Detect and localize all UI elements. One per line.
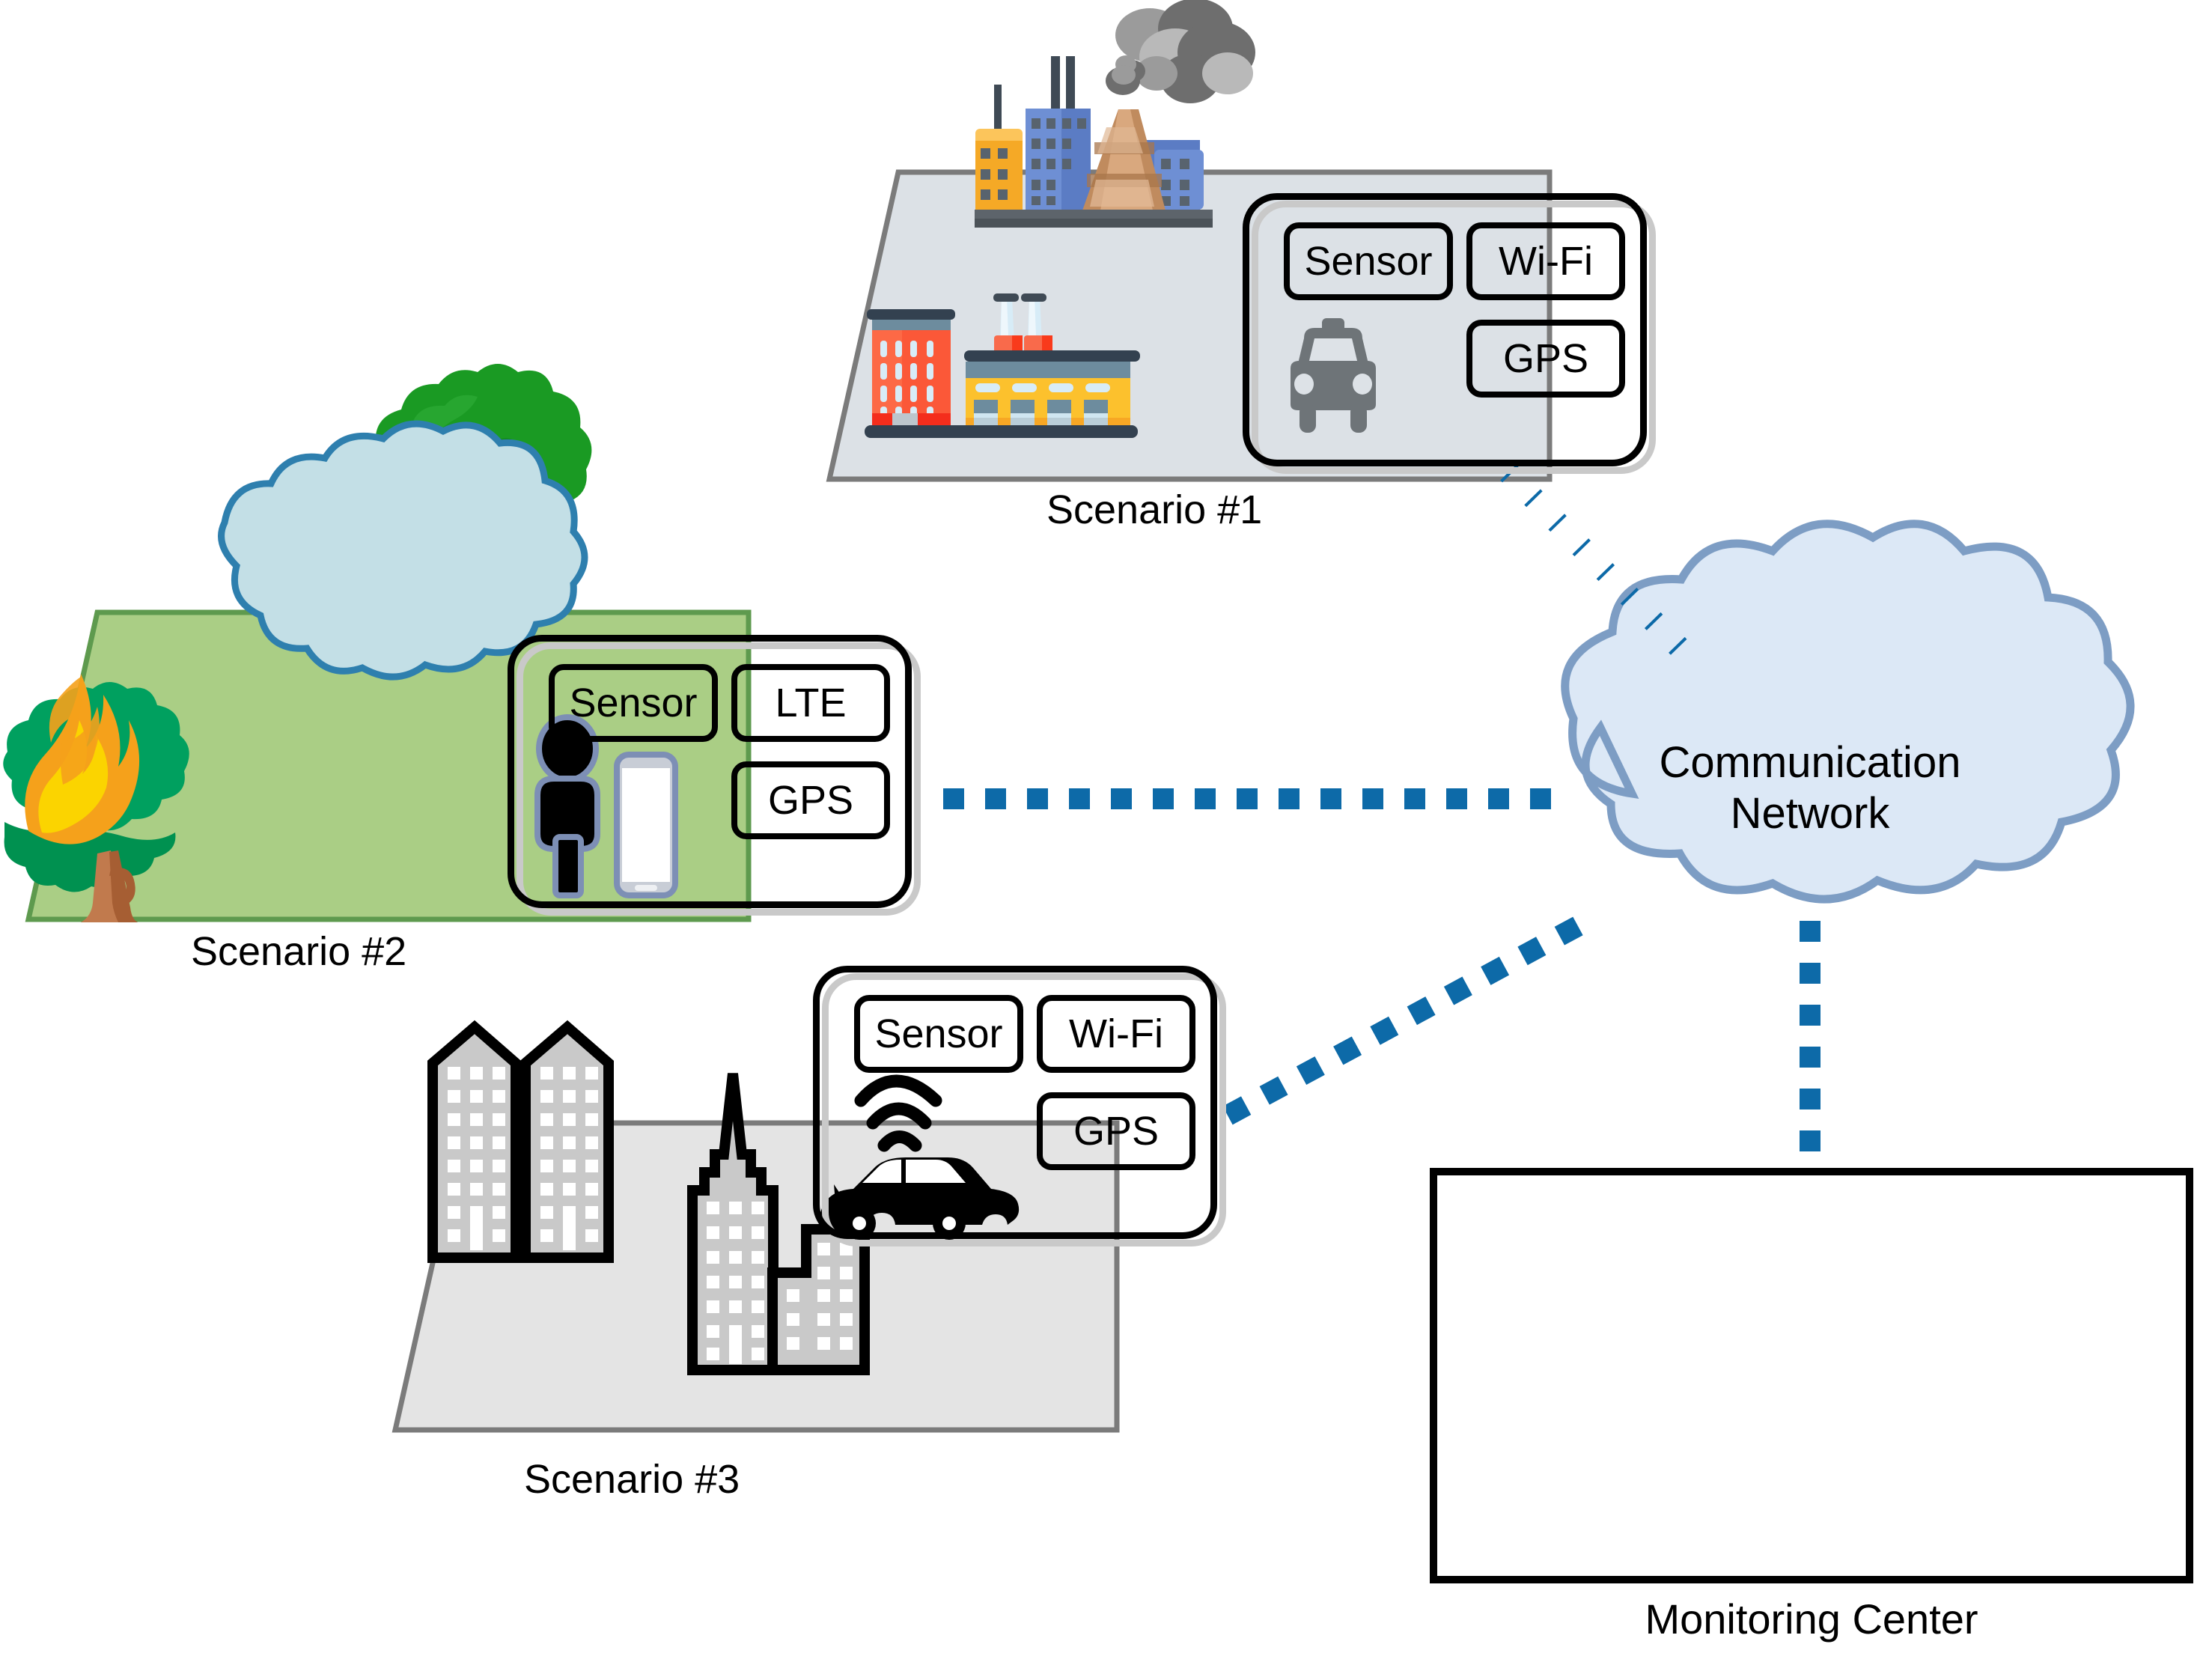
factory-icon	[865, 293, 1140, 438]
scenario-2-device-panel[interactable]: Sensor LTE GPS	[508, 635, 912, 908]
chip-sensor[interactable]: Sensor	[854, 995, 1023, 1073]
burning-tree-icon	[3, 674, 189, 922]
network-label: Communication Network	[1585, 737, 2035, 840]
tower-building-icon	[427, 1020, 521, 1263]
scenario-3-label: Scenario #3	[524, 1457, 740, 1502]
scenario-1-label: Scenario #1	[1046, 487, 1263, 532]
chip-sensor[interactable]: Sensor	[549, 664, 718, 742]
chip-gps[interactable]: GPS	[1037, 1092, 1195, 1170]
tower-building-icon	[520, 1020, 614, 1263]
scenario-1-device-shadow	[1252, 201, 1656, 474]
antenna-building-icon	[767, 1184, 870, 1375]
scenario-2-label: Scenario #2	[191, 929, 407, 974]
skyscraper-icon	[687, 1073, 779, 1375]
link-scenario1-network	[1500, 464, 1698, 667]
chip-lte[interactable]: LTE	[731, 664, 890, 742]
chip-gps[interactable]: GPS	[731, 761, 890, 839]
taxi-icon	[1291, 318, 1376, 433]
smoke-plume-icon	[218, 420, 588, 681]
scenario-3-device-shadow	[822, 973, 1226, 1246]
cooling-tower-icon	[1082, 109, 1166, 210]
chip-wifi[interactable]: Wi-Fi	[1037, 995, 1195, 1073]
communication-network-cloud	[1561, 520, 2135, 904]
chip-wifi[interactable]: Wi-Fi	[1466, 222, 1625, 300]
scenario-2-device-shadow	[517, 642, 921, 916]
scenario-1-device-panel[interactable]: Sensor Wi-Fi GPS	[1243, 193, 1647, 466]
network-label-line-2: Network	[1730, 789, 1890, 838]
monitoring-center-label: Monitoring Center	[1645, 1595, 1978, 1643]
scenario-3-device-panel[interactable]: Sensor Wi-Fi GPS	[813, 966, 1217, 1239]
chip-sensor[interactable]: Sensor	[1284, 222, 1453, 300]
office-building-icon	[975, 56, 1204, 210]
link-scenario3-network	[1222, 907, 1600, 1125]
monitoring-center-box	[1430, 1168, 2193, 1583]
network-label-line-1: Communication	[1659, 738, 1961, 787]
smoke-icon	[1106, 0, 1255, 103]
chip-gps[interactable]: GPS	[1466, 320, 1625, 398]
